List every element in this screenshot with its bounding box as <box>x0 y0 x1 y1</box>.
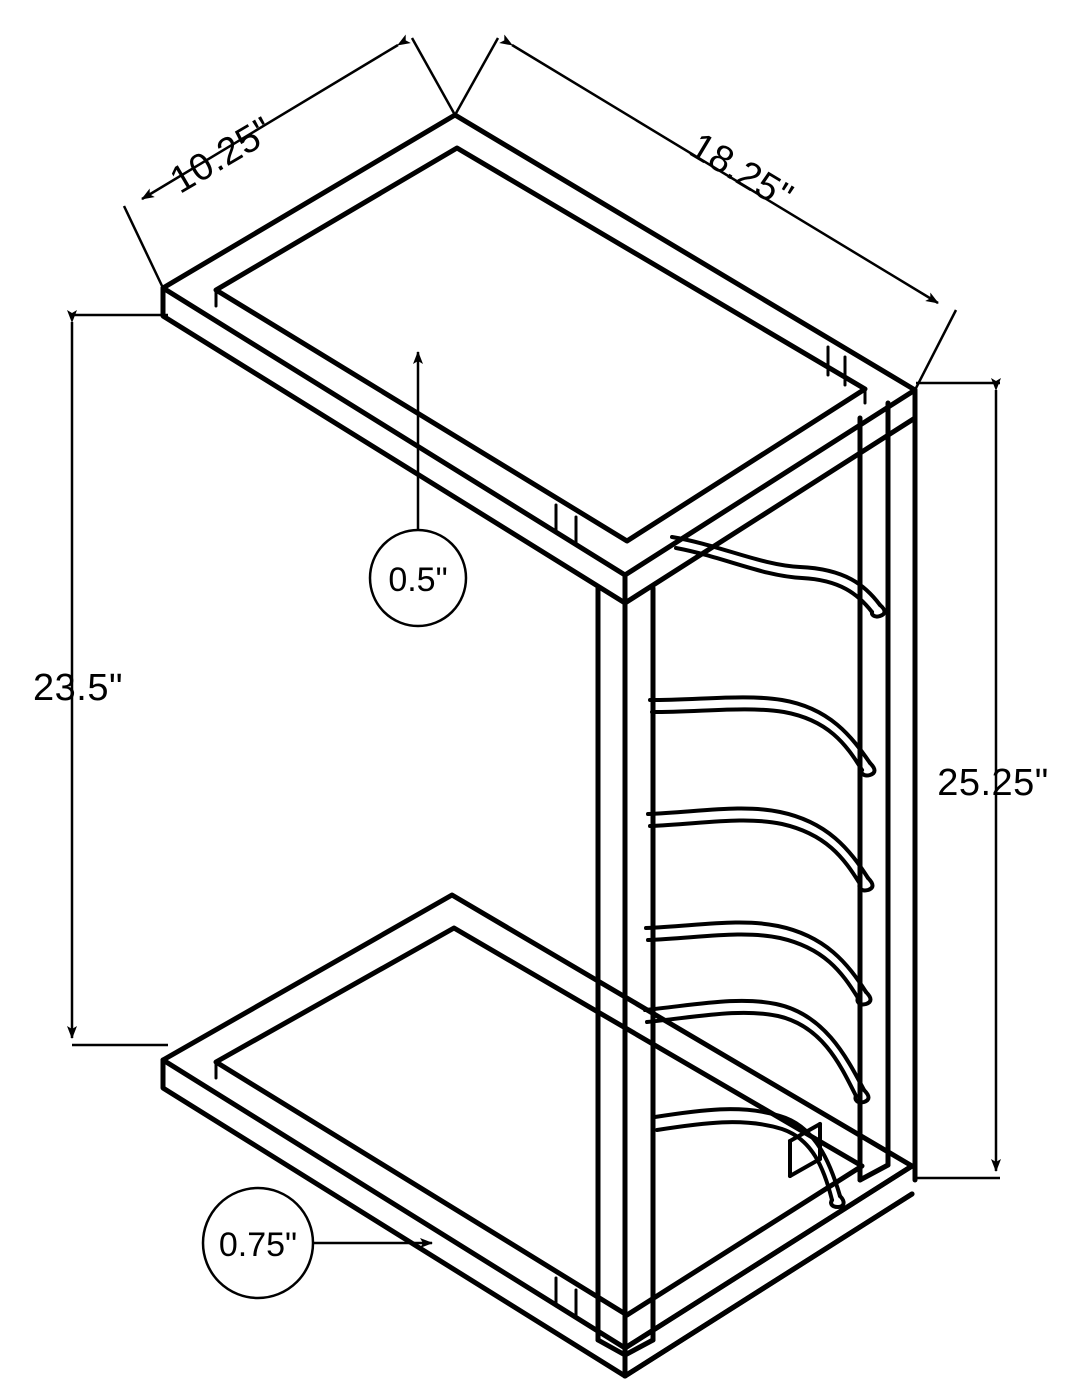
callout-top-thickness-label: 0.5" <box>388 561 447 599</box>
wine-rack-bar <box>670 535 887 619</box>
tabletop-joint-notch-left <box>554 503 578 547</box>
rear-right-post <box>857 400 918 1183</box>
wine-rack-bar <box>646 806 875 893</box>
callout-frame-thickness-label: 0.75" <box>219 1226 297 1264</box>
dimension-width-line <box>499 34 939 305</box>
dimension-width-label: 18.25" <box>683 125 800 218</box>
bottom-shelf-joint-notch <box>554 1276 578 1320</box>
tabletop-thickness-edges <box>160 285 918 606</box>
wine-rack-bar <box>648 695 877 778</box>
dimension-overall-height-label: 25.25" <box>937 762 1049 804</box>
wine-rack-bar <box>644 920 873 1007</box>
wine-rack-bar <box>653 1107 846 1209</box>
tabletop-inner-thickness <box>214 288 867 405</box>
callout-top-thickness <box>368 351 468 628</box>
dimension-width <box>453 34 958 391</box>
wine-rack-bar <box>643 998 871 1105</box>
dimension-depth-label: 10.25" <box>163 109 280 202</box>
bottom-shelf-inner-panel <box>213 925 865 1318</box>
dimension-depth <box>122 34 457 289</box>
base-bracket-block <box>788 1122 822 1178</box>
front-center-post <box>595 585 656 1358</box>
callout-frame-thickness-balloon <box>201 1186 315 1300</box>
dimension-depth-line <box>141 34 411 201</box>
dimension-overall-height <box>916 378 1001 1180</box>
callout-top-thickness-balloon <box>368 528 468 628</box>
base-rear-rail <box>622 1163 915 1379</box>
tabletop-joint-notch-right <box>826 345 847 387</box>
dimension-top-height <box>67 310 168 1047</box>
tabletop-panel <box>160 112 918 578</box>
callout-frame-thickness <box>201 1186 433 1300</box>
dimension-top-height-label: 23.5" <box>33 667 123 709</box>
tabletop-inner-glass <box>213 145 868 544</box>
